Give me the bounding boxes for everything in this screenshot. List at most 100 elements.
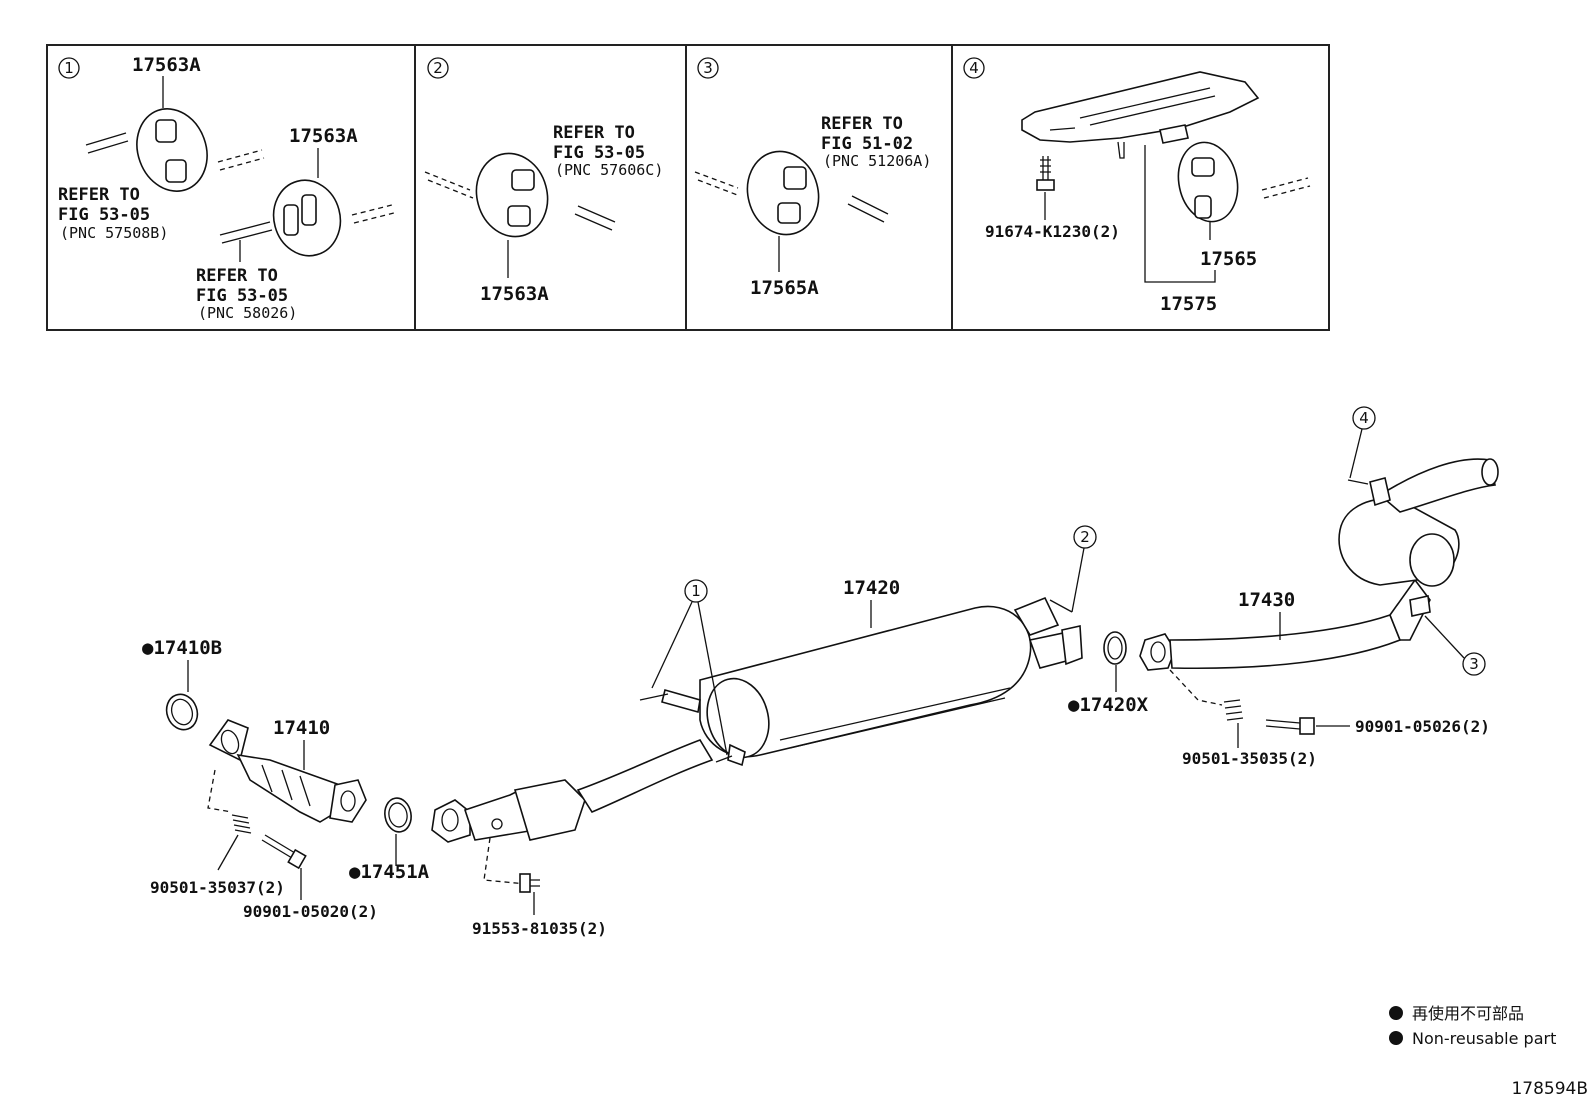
bolt-icon [261, 834, 296, 859]
hanger-rod [639, 693, 669, 701]
legend: 再使用不可部品 Non-reusable part [1389, 1004, 1556, 1048]
bolt-head-icon [1299, 717, 1315, 735]
tail-pipe [1169, 613, 1402, 670]
refer-text: REFER TO [821, 114, 903, 134]
refer-text: (PNC 57606C) [555, 161, 663, 179]
hanger-hole [283, 204, 299, 236]
hanger-rod [1049, 599, 1073, 613]
hanger-hole [155, 119, 177, 143]
part-label: 17563A [480, 283, 549, 305]
inset-number-badge [427, 57, 449, 79]
part-label: ●17420X [1068, 694, 1149, 716]
inset-panels: 1 17563A REFER TO FIG 53-05 (PNC 57508B)… [46, 44, 1330, 331]
callout-number: 4 [1359, 409, 1369, 427]
refer-text: FIG 53-05 [58, 205, 150, 225]
hanger-bracket [1013, 596, 1060, 636]
inset-number: 4 [969, 59, 979, 77]
flange-hole [1150, 641, 1166, 663]
assembly-bracket-line [1144, 145, 1216, 283]
part-label: 90501-35037(2) [150, 878, 285, 897]
leader-line [697, 601, 728, 756]
hanger-bracket [727, 743, 746, 767]
hanger-hole [777, 202, 801, 224]
callout-number: 2 [1080, 528, 1090, 546]
part-label: ●17451A [349, 861, 430, 883]
inset-panel-3: 3 17565A REFER TO FIG 51-02 (PNC 51206A) [694, 57, 931, 299]
leader-line [1424, 615, 1465, 659]
leader-line [651, 601, 693, 689]
hanger-hole [783, 166, 807, 190]
pipe-flange [431, 799, 471, 843]
callout-badge [684, 579, 708, 603]
hanger-hole [1194, 195, 1212, 219]
part-label: 17420 [843, 577, 900, 599]
pipe-flange [329, 779, 367, 823]
flange-hole [220, 729, 240, 755]
rear-muffler-end [1409, 533, 1455, 587]
part-label: 17575 [1160, 293, 1217, 315]
non-reusable-bullet-icon [1389, 1006, 1403, 1020]
hanger-pin-dashed [351, 204, 395, 224]
hanger-pin-dashed [424, 171, 474, 199]
spring-icon [231, 814, 252, 834]
inset-number: 3 [703, 59, 713, 77]
bolt-head-icon [519, 873, 531, 893]
gasket-ring [165, 693, 199, 731]
hanger-pin-dashed [217, 149, 265, 171]
part-label: 17430 [1238, 589, 1295, 611]
inset-number-badge [697, 57, 719, 79]
bracket-tab [1159, 124, 1189, 144]
figure-id: 178594B [1511, 1079, 1588, 1099]
rubber-hanger [475, 152, 549, 238]
hanger-hole [511, 169, 535, 191]
hanger-bracket [661, 689, 701, 714]
inset-number-badge [58, 57, 80, 79]
pipe-flange [1061, 625, 1083, 666]
tail-outlet-tip [1481, 458, 1499, 486]
bolt-head-icon [1036, 179, 1055, 191]
hanger-pin-dashed [1261, 177, 1311, 199]
refer-text: FIG 51-02 [821, 134, 913, 154]
inset-number-badge [963, 57, 985, 79]
callout-badge [1073, 525, 1097, 549]
pipe-flange [208, 719, 249, 762]
callout-badge [1462, 652, 1486, 676]
inset-panel-1: 1 17563A REFER TO FIG 53-05 (PNC 57508B)… [58, 54, 395, 322]
hanger-hole [507, 205, 531, 227]
muffler-end-cap [706, 677, 770, 759]
pipe-flange [1139, 633, 1176, 671]
flange-hole [441, 808, 459, 832]
hanger-hole [301, 194, 317, 226]
hanger-pin [574, 205, 616, 231]
gasket-ring [384, 797, 412, 833]
inset-panel-4: 4 91674-K1230(2) 17565 17575 [963, 57, 1311, 315]
part-label: 17563A [289, 125, 358, 147]
hanger-pin [847, 195, 889, 223]
spring-icon [1223, 699, 1244, 721]
callout-badge [1352, 406, 1376, 430]
part-label: ●17410B [142, 637, 222, 659]
refer-text: FIG 53-05 [553, 143, 645, 163]
sensor-boss [491, 818, 503, 830]
part-label: 17563A [132, 54, 201, 76]
gasket-ring-inner [388, 802, 408, 828]
hanger-pin [85, 132, 129, 154]
bolt-icon [1040, 156, 1051, 180]
hanger-hole [1191, 157, 1215, 177]
refer-text: REFER TO [196, 266, 278, 286]
inset-frame [46, 44, 1330, 331]
legend-text-en: Non-reusable part [1412, 1029, 1556, 1048]
leader-line [1349, 428, 1363, 479]
non-reusable-bullet-icon [1389, 1031, 1403, 1045]
callout-number: 1 [691, 582, 701, 600]
gasket-ring-inner [1107, 636, 1123, 660]
tail-pipe-bend [1389, 578, 1431, 641]
hanger-rod [715, 755, 733, 763]
install-dashed-line [207, 769, 233, 813]
hanger-pin [219, 221, 273, 244]
part-label: 17410 [273, 717, 330, 739]
bracket-stud [1117, 141, 1125, 159]
rubber-hanger [136, 108, 208, 192]
refer-text: (PNC 51206A) [823, 152, 931, 170]
